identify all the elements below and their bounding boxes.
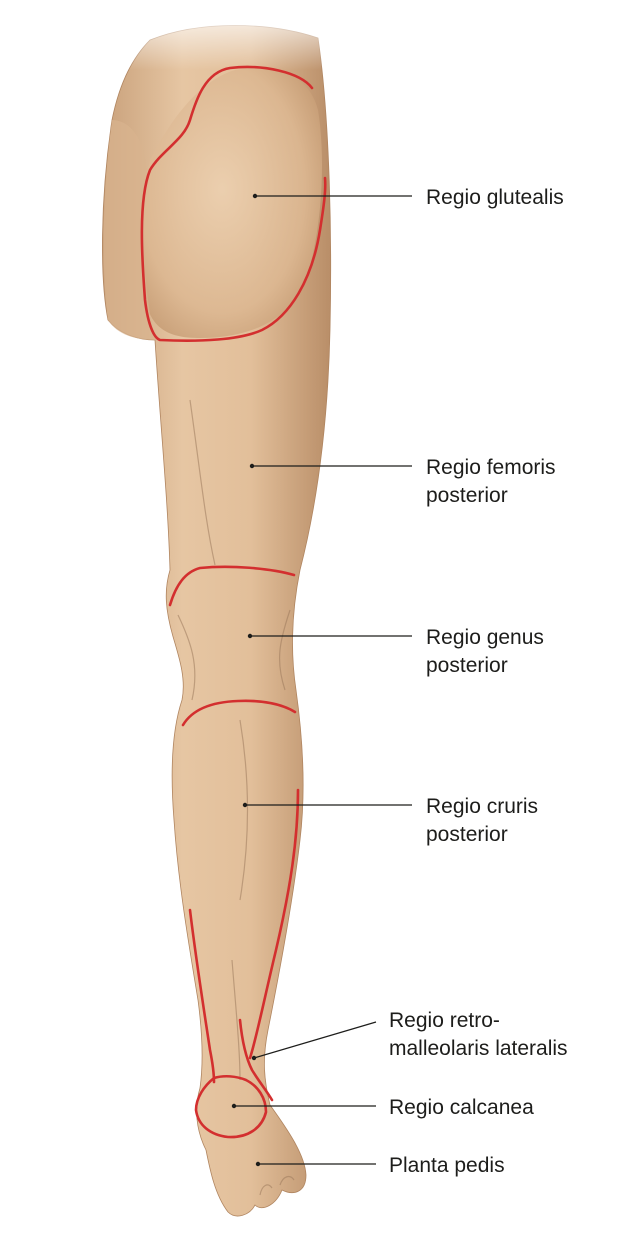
label-genus-line1: Regio genus — [426, 626, 544, 649]
region-outlines — [140, 65, 327, 1139]
leg-silhouette — [90, 0, 350, 1217]
leader-lines — [231, 193, 412, 1167]
calf-contour — [239, 719, 249, 901]
anchor-femoris — [249, 463, 255, 469]
anchor-planta — [255, 1161, 261, 1167]
label-genus-line2: posterior — [426, 654, 508, 677]
region-outline-genus-lower — [181, 699, 297, 727]
anchor-calcanea — [231, 1103, 237, 1109]
region-outline-gluteal — [140, 65, 327, 342]
label-retromalleolaris-line2: malleolaris lateralis — [389, 1037, 568, 1060]
label-cruris-line1: Regio cruris — [426, 795, 538, 818]
toe-2 — [279, 1175, 295, 1186]
label-calcanea: Regio calcanea — [389, 1096, 534, 1119]
region-labels: Regio glutealis Regio femoris posterior … — [389, 186, 568, 1177]
toe-1 — [259, 1184, 273, 1196]
hip-bulge — [103, 120, 155, 340]
region-outline-genus-upper — [168, 565, 296, 607]
region-outline-cruris-medial — [188, 908, 216, 1084]
label-femoris-line1: Regio femoris — [426, 456, 556, 479]
leader-retromalleolaris — [253, 1021, 377, 1059]
thigh-contour — [189, 399, 216, 566]
buttock-shading — [140, 67, 322, 338]
label-planta: Planta pedis — [389, 1154, 505, 1177]
anchor-cruris — [242, 802, 248, 808]
label-retromalleolaris-line1: Regio retro- — [389, 1009, 500, 1032]
label-cruris-line2: posterior — [426, 823, 508, 846]
label-femoris-line2: posterior — [426, 484, 508, 507]
region-outline-retromalleolar — [238, 1018, 274, 1102]
knee-contour-right — [278, 609, 291, 691]
anchor-gluteal — [252, 193, 258, 199]
top-fade — [90, 0, 350, 70]
anchor-retromalleolaris — [251, 1055, 257, 1061]
anchor-genus — [247, 633, 253, 639]
region-outline-cruris-lateral — [248, 788, 300, 1060]
region-outline-calcanea — [194, 1074, 268, 1139]
achilles-contour — [231, 959, 241, 1081]
knee-contour-left — [177, 614, 196, 701]
label-gluteal: Regio glutealis — [426, 186, 564, 209]
